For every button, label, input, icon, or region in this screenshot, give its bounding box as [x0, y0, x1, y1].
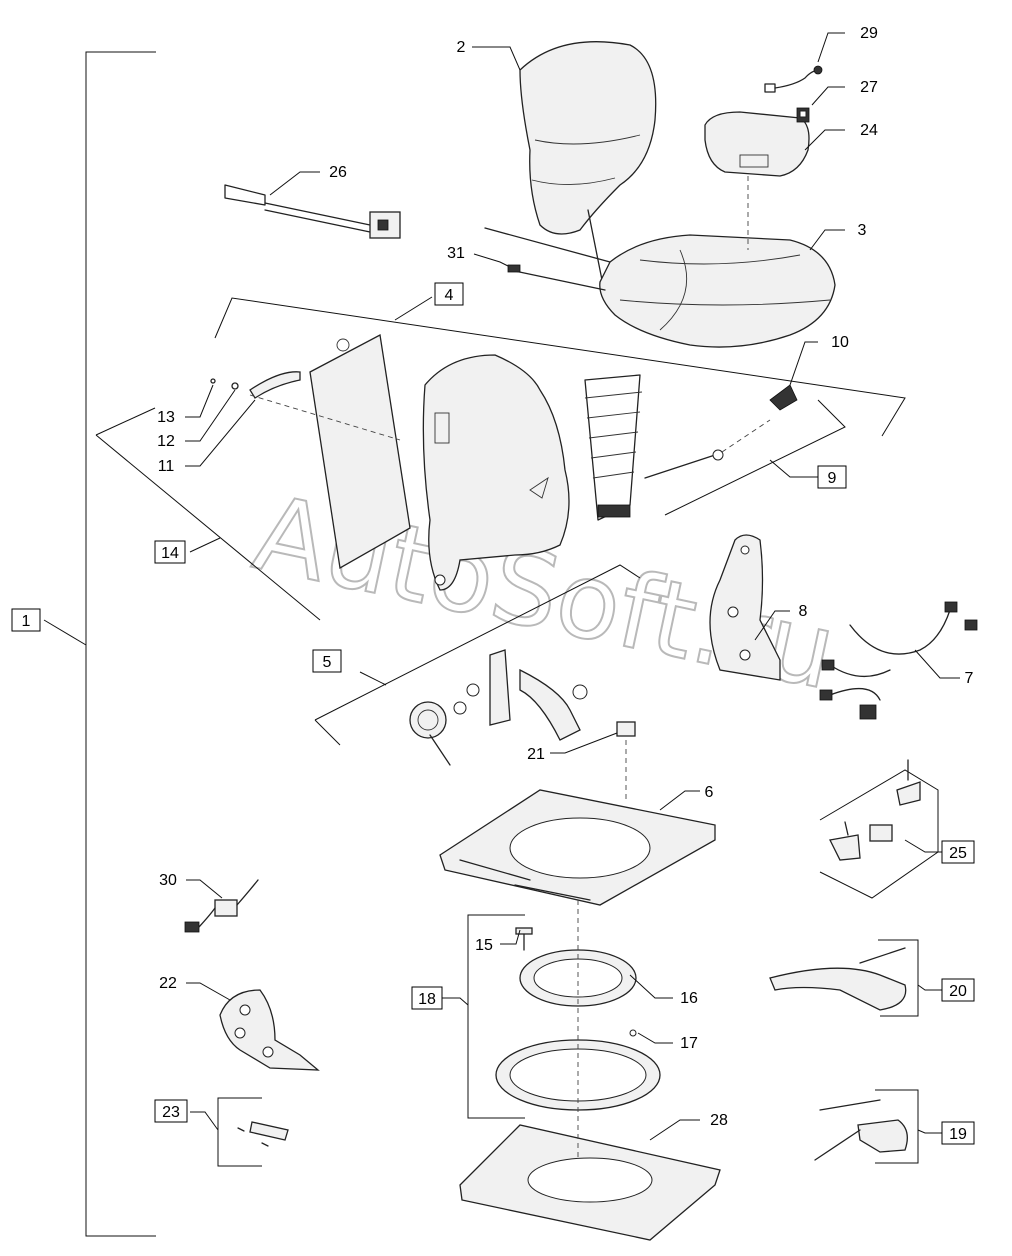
svg-text:17: 17: [680, 1035, 698, 1052]
callout-31: 31: [447, 245, 465, 262]
callout-4: 4: [434, 282, 464, 306]
svg-text:29: 29: [860, 25, 878, 42]
callout-21: 21: [527, 746, 545, 763]
callout-29: 29: [860, 25, 878, 42]
callout-12: 12: [157, 433, 175, 450]
svg-text:15: 15: [475, 937, 493, 954]
callout-10: 10: [831, 334, 849, 351]
svg-text:26: 26: [329, 164, 347, 181]
svg-text:30: 30: [159, 872, 177, 889]
svg-text:12: 12: [157, 433, 175, 450]
svg-text:8: 8: [799, 603, 808, 620]
callout-20: 20: [941, 978, 975, 1002]
callout-15: 15: [475, 937, 493, 954]
switch-part-27[interactable]: [796, 107, 810, 123]
svg-text:19: 19: [949, 1126, 967, 1143]
callout-24: 24: [860, 122, 878, 139]
group-part-19[interactable]: [814, 1089, 919, 1164]
svg-text:28: 28: [710, 1112, 728, 1129]
group-bracket-1: [43, 51, 156, 1237]
callout-22: 22: [159, 975, 177, 992]
back-board-part[interactable]: [309, 333, 411, 570]
svg-text:25: 25: [949, 845, 967, 862]
sensor-part-30[interactable]: [184, 879, 259, 933]
mounting-bracket-part-8[interactable]: [709, 534, 781, 681]
svg-text:7: 7: [965, 670, 974, 687]
callout-17: 17: [680, 1035, 698, 1052]
svg-text:2: 2: [457, 39, 466, 56]
callout-9: 9: [817, 465, 847, 489]
callout-26: 26: [329, 164, 347, 181]
svg-text:31: 31: [447, 245, 465, 262]
svg-text:3: 3: [858, 222, 867, 239]
latch-part-21[interactable]: [616, 721, 636, 800]
callout-5: 5: [312, 649, 342, 673]
group-outline-4: [214, 297, 906, 437]
swivel-frame-part-6[interactable]: [439, 789, 716, 906]
callout-3: 3: [858, 222, 867, 239]
callout-14: 14: [154, 540, 186, 564]
callout-11: 11: [158, 458, 175, 475]
svg-text:4: 4: [445, 287, 454, 304]
small-part-31[interactable]: [507, 264, 521, 273]
callout-18: 18: [411, 986, 443, 1010]
lumbar-mesh-part[interactable]: [584, 374, 643, 521]
mechanism-part-5[interactable]: [314, 564, 641, 766]
callout-28: 28: [710, 1112, 728, 1129]
callout-8: 8: [799, 603, 808, 620]
callout-7: 7: [965, 670, 974, 687]
svg-text:1: 1: [22, 613, 31, 630]
svg-text:11: 11: [158, 458, 175, 475]
callout-16: 16: [680, 990, 698, 1007]
connector-part-29[interactable]: [764, 65, 823, 93]
seat-cushion-part[interactable]: [484, 227, 836, 348]
callout-30: 30: [159, 872, 177, 889]
group-part-23[interactable]: [217, 1097, 289, 1167]
backrest-part[interactable]: [519, 41, 657, 281]
callout-6: 6: [705, 784, 714, 801]
svg-text:10: 10: [831, 334, 849, 351]
callout-23: 23: [154, 1099, 188, 1123]
recline-handle-part[interactable]: [210, 371, 401, 441]
group-part-20[interactable]: [769, 939, 919, 1017]
callout-13: 13: [157, 409, 175, 426]
lumbar-knob-part[interactable]: [644, 384, 798, 479]
leader-lines: [185, 32, 960, 1141]
svg-text:9: 9: [828, 470, 837, 487]
svg-text:14: 14: [161, 545, 179, 562]
base-plate-part-28[interactable]: [459, 900, 721, 1241]
svg-text:24: 24: [860, 122, 878, 139]
svg-text:21: 21: [527, 746, 545, 763]
bracket-part-22[interactable]: [219, 989, 320, 1071]
armrest-part[interactable]: [704, 111, 810, 250]
svg-text:13: 13: [157, 409, 175, 426]
callout-25: 25: [941, 840, 975, 864]
bolt-part-15[interactable]: [515, 927, 533, 951]
callout-19: 19: [941, 1121, 975, 1145]
callout-27: 27: [860, 79, 878, 96]
svg-text:5: 5: [323, 654, 332, 671]
svg-text:22: 22: [159, 975, 177, 992]
svg-text:27: 27: [860, 79, 878, 96]
svg-text:6: 6: [705, 784, 714, 801]
group-outline-9: [664, 399, 846, 516]
callout-1: 1: [11, 608, 41, 632]
wiring-harness-part-7[interactable]: [819, 601, 978, 720]
group-bracket-18: [467, 914, 525, 1119]
group-part-25[interactable]: [819, 759, 939, 899]
svg-text:16: 16: [680, 990, 698, 1007]
svg-text:18: 18: [418, 991, 436, 1008]
svg-text:23: 23: [162, 1104, 180, 1121]
ring-part-16[interactable]: [519, 949, 637, 1007]
callout-2: 2: [457, 39, 466, 56]
backrest-frame-part[interactable]: [422, 354, 570, 591]
lumbar-cable-part-26[interactable]: [224, 184, 401, 239]
svg-text:20: 20: [949, 983, 967, 1000]
group-outline-14: [95, 407, 321, 621]
